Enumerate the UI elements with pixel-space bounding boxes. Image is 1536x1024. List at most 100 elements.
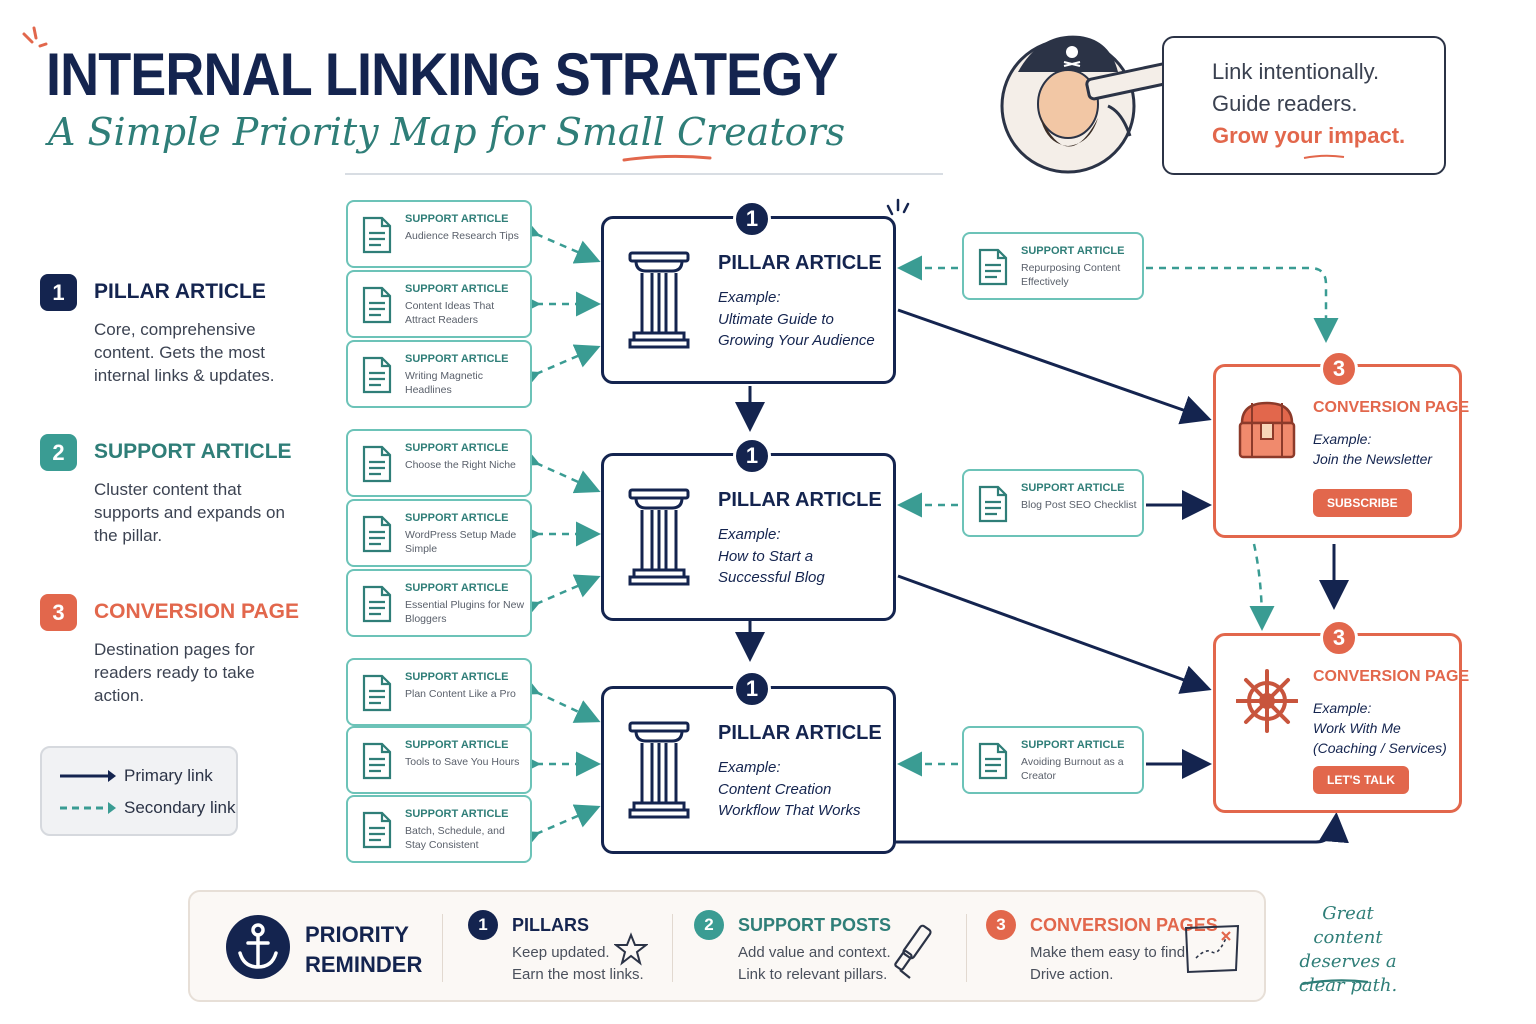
pillar-column-icon [628,721,690,819]
support-tag: SUPPORT ARTICLE [405,442,509,454]
treasure-map-icon [1184,924,1240,974]
tagline-line-2: Guide readers. [1212,91,1358,116]
link-support-6-pillar-2 [512,574,601,624]
reminder-title-line-2: REMINDER [305,952,423,977]
conversion-number: 3 [1320,350,1358,388]
support-title: WordPress Setup Made Simple [405,529,517,555]
support-tag: SUPPORT ARTICLE [405,808,509,820]
legend-conversion: 3 CONVERSION PAGE Destination pages for … [40,594,300,705]
reminder-conversion: 3 CONVERSION PAGES Make them easy to fin… [986,910,1256,990]
tagline-line-3: Grow your impact. [1212,123,1406,148]
accent-rays-icon [22,26,48,48]
reminder-pillars-line-2: Earn the most links. [512,966,644,983]
support-tag: SUPPORT ARTICLE [405,512,509,524]
link-support-9-pillar-3 [512,804,601,854]
pillar-example: Content Creation Workflow That Works [718,781,861,819]
legend-title-conversion: CONVERSION PAGE [94,600,299,623]
key-primary-label: Primary link [124,766,213,785]
support-card: SUPPORT ARTICLE Audience Research Tips [346,200,532,268]
priority-reminder: PRIORITY REMINDER 1 PILLARS Keep updated… [188,890,1266,1002]
star-icon [614,932,648,966]
document-icon [978,485,1008,523]
document-icon [362,356,392,394]
document-icon [362,585,392,623]
support-tag: SUPPORT ARTICLE [405,671,509,683]
pillar-title: PILLAR ARTICLE [718,722,882,744]
link-pillar-3-conversion-2 [890,812,1349,844]
conversion-example-label: Example: [1313,700,1372,716]
link-pillar-1-conversion-1 [897,308,1212,425]
support-title: Avoiding Burnout as a Creator [1021,756,1124,782]
pillar-card: 1 PILLAR ARTICLE Example: Content Creati… [601,670,896,854]
subtitle-underline [622,154,712,162]
subscribe-button[interactable]: SUBSCRIBE [1313,489,1412,517]
legend-badge-2: 2 [40,434,77,471]
reminder-divider [966,914,967,982]
pillar-example-label: Example: [718,759,781,776]
support-title: Plan Content Like a Pro [405,688,516,700]
ship-wheel-icon [1236,669,1298,733]
support-tag: SUPPORT ARTICLE [1021,739,1125,751]
reminder-support-line-2: Link to relevant pillars. [738,966,888,983]
reminder-divider [672,914,673,982]
conversion-title: CONVERSION PAGE [1313,668,1470,685]
pillar-title: PILLAR ARTICLE [718,252,882,274]
reminder-title-line-1: PRIORITY [305,922,409,947]
support-card: SUPPORT ARTICLE Content Ideas That Attra… [346,270,532,338]
legend-desc-pillar: Core, comprehensive content. Gets the mo… [94,320,275,385]
lets-talk-button[interactable]: LET'S TALK [1313,766,1409,794]
support-title: Repurposing Content Effectively [1021,262,1121,288]
document-icon [978,742,1008,780]
support-title: Choose the Right Niche [405,459,516,471]
pillar-example: Ultimate Guide to Growing Your Audience [718,311,875,349]
pillar-example-label: Example: [718,526,781,543]
reminder-badge-2: 2 [694,910,724,940]
support-card: SUPPORT ARTICLE Batch, Schedule, and Sta… [346,795,532,863]
legend-title-support: SUPPORT ARTICLE [94,440,292,463]
support-card: SUPPORT ARTICLE Essential Plugins for Ne… [346,569,532,637]
support-tag: SUPPORT ARTICLE [405,283,509,295]
reminder-support-title: SUPPORT POSTS [738,915,892,935]
legend-pillar: 1 PILLAR ARTICLE Core, comprehensive con… [40,274,300,385]
reminder-conversion-line-2: Drive action. [1030,966,1114,983]
pillar-number: 1 [733,670,771,708]
reminder-support: 2 SUPPORT POSTS Add value and context. L… [694,910,954,990]
reminder-conversion-title: CONVERSION PAGES [1030,915,1218,935]
reminder-conversion-line-1: Make them easy to find. [1030,944,1190,961]
conversion-card: 3 CONVERSION PAGE Example: Join the News… [1213,350,1469,538]
legend-badge-3: 3 [40,594,77,631]
pillar-title: PILLAR ARTICLE [718,489,882,511]
page-subtitle: A Simple Priority Map for Small Creators [48,110,846,154]
document-icon [362,515,392,553]
legend-desc-support: Cluster content that supports and expand… [94,480,285,545]
pillar-number: 1 [733,437,771,475]
support-card: SUPPORT ARTICLE Plan Content Like a Pro [346,658,532,726]
support-title: Batch, Schedule, and Stay Consistent [405,825,505,851]
document-icon [362,216,392,254]
tagline-underline [1303,154,1345,159]
document-icon [362,286,392,324]
support-tag: SUPPORT ARTICLE [405,739,509,751]
anchor-icon [238,923,278,969]
link-support-7-pillar-3 [512,672,601,723]
pillar-number: 1 [733,200,771,238]
support-tag: SUPPORT ARTICLE [405,353,509,365]
document-icon [362,674,392,712]
key-secondary-label: Secondary link [124,798,236,817]
document-icon [362,445,392,483]
support-card: SUPPORT ARTICLE WordPress Setup Made Sim… [346,499,532,567]
pirate-spyglass-icon [1000,35,1180,174]
pillar-example-label: Example: [718,289,781,306]
tagline-line-1: Link intentionally. [1212,59,1380,84]
support-title: Tools to Save You Hours [405,756,520,768]
support-card: SUPPORT ARTICLE Tools to Save You Hours [346,726,532,794]
pillar-column-icon [628,488,690,586]
reminder-title: PRIORITY REMINDER [305,920,422,980]
support-card-right: SUPPORT ARTICLE Blog Post SEO Checklist [962,469,1144,537]
conversion-example: Join the Newsletter [1313,451,1433,467]
pillar-card: 1 PILLAR ARTICLE Example: Ultimate Guide… [601,200,896,384]
link-pillar-2-conversion-2 [897,574,1212,694]
link-support-1-pillar-1 [512,214,601,264]
reminder-divider [442,914,443,982]
